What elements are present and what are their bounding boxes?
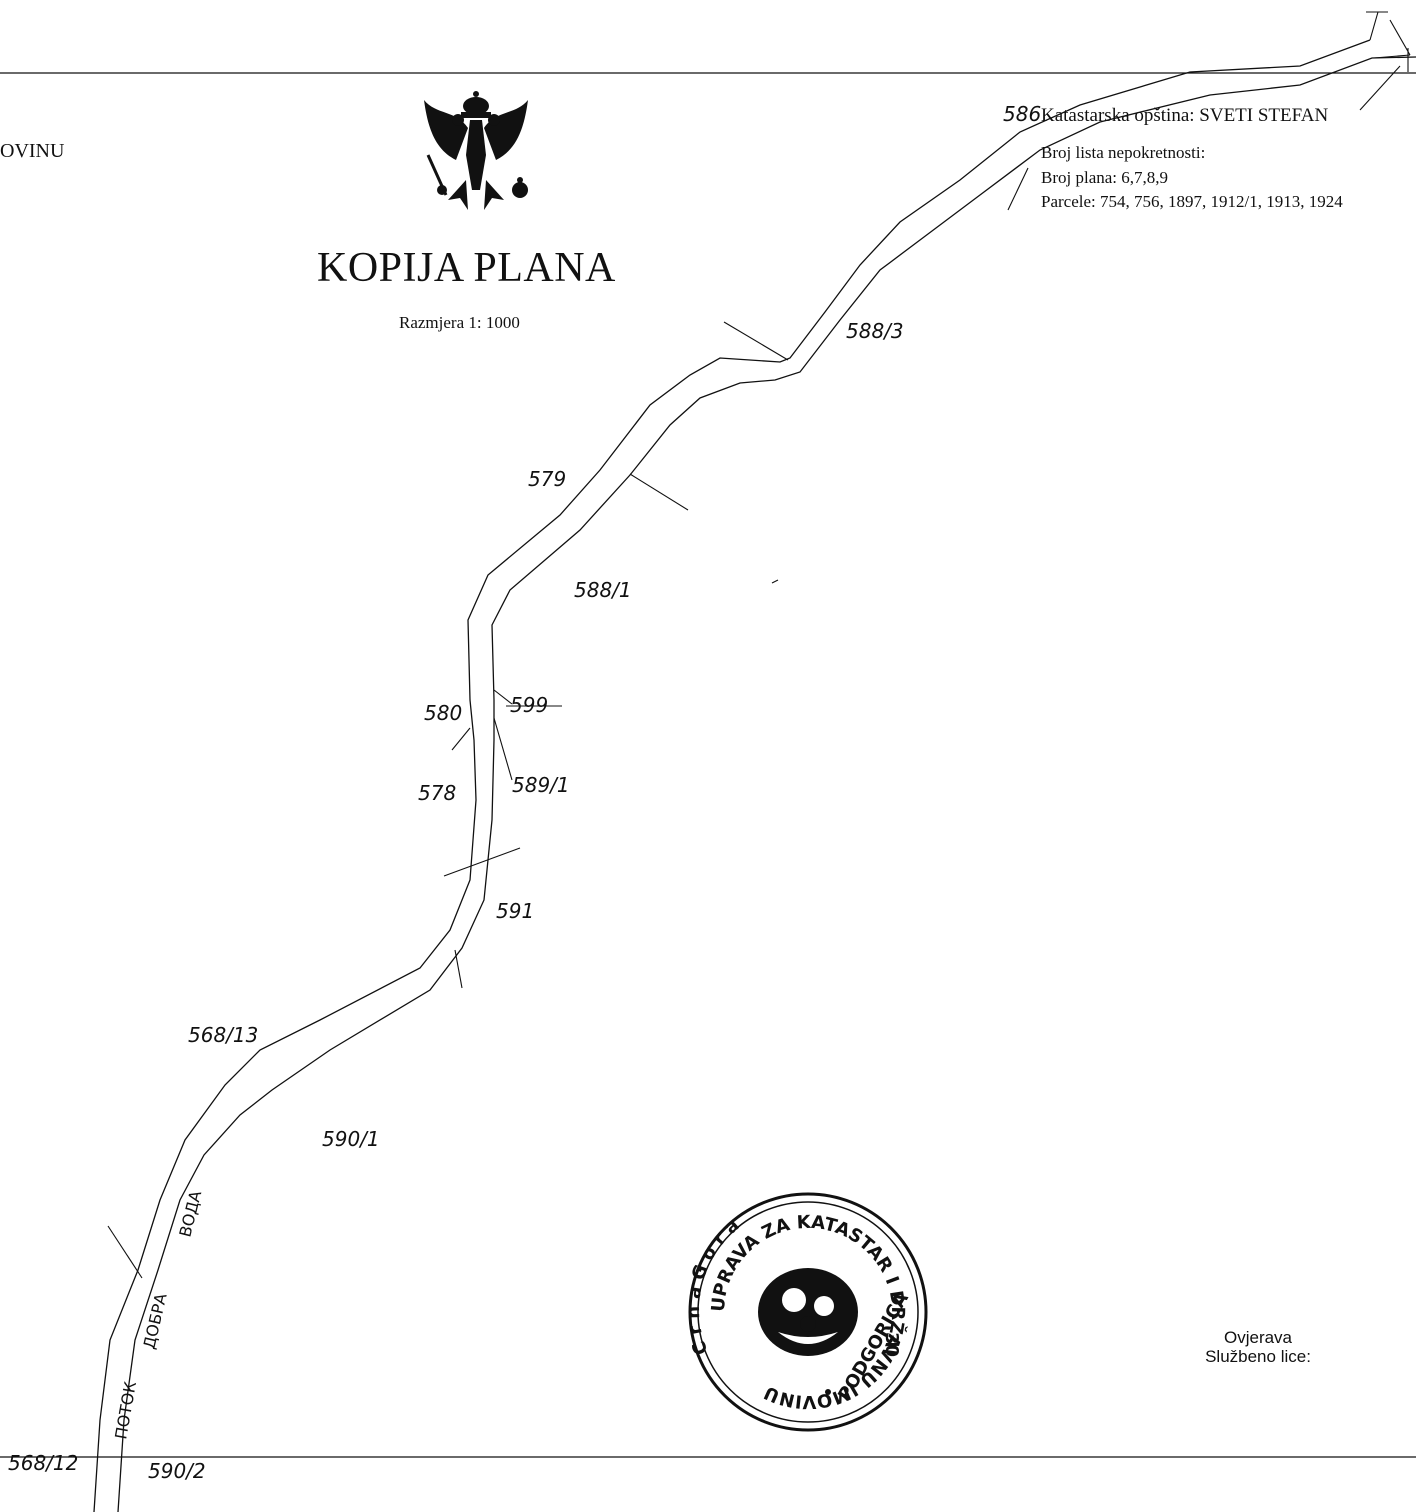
boundary-line [1359,65,1401,111]
parcel-list: Parcele: 754, 756, 1897, 1912/1, 1913, 1… [1041,192,1343,211]
boundary-line [493,689,513,705]
official-stamp: UPRAVA ZA KATASTAR I DRŽAVNU IMOVINU C r… [683,1192,928,1432]
boundary-line [771,579,779,584]
parcel-label-591: 591 [496,899,534,923]
boundary-line [629,473,689,511]
boundary-line [107,1225,143,1279]
corridor-east-edge [117,56,1416,1512]
official-signature-label: Službeno lice: [1205,1347,1311,1366]
parcel-label-589-1: 589/1 [512,773,570,797]
parcel-label-590-1: 590/1 [322,1127,380,1151]
boundary-line [451,727,471,751]
boundary-line [443,847,521,877]
page-title: KOPIJA PLANA [317,245,616,291]
boundary-line [454,949,463,989]
parcel-label-580: 580 [424,701,462,725]
parcel-label-599: 599 [510,693,548,717]
parcel-boundaries [107,11,1411,1279]
stamp-emblem-icon [758,1268,858,1356]
stream-label-voda: ВОДА [175,1189,205,1239]
boundary-line [1389,19,1411,56]
stamp-inner-ring [697,1201,919,1423]
parcel-label-586: 586 [1003,102,1041,126]
cadastral-municipality: Katastarska opština: SVETI STEFAN [1041,105,1329,126]
parcel-label-590-2: 590/2 [148,1459,206,1483]
scale-label: Razmjera 1: 1000 [399,313,520,332]
parcel-label-588-3: 588/3 [846,319,904,343]
parcel-label-568-13: 568/13 [188,1023,258,1047]
stream-label-potok: ПОТОК [111,1379,140,1440]
stamp-number: 30 [881,1332,902,1357]
boundary-line [723,321,789,361]
parcel-label-578: 578 [418,781,456,805]
parcel-label-568-12: 568/12 [8,1451,78,1475]
corridor-west-edge [93,39,1371,1512]
stamp-outer-ring [688,1192,928,1432]
plan-number: Broj plana: 6,7,8,9 [1041,168,1169,187]
stamp-dot [825,1389,831,1395]
boundary-line [1369,11,1379,41]
certification-label: Ovjerava [1223,1328,1293,1347]
boundary-line [1007,167,1029,211]
parcel-label-588-1: 588/1 [574,578,632,602]
parcel-label-579: 579 [528,467,566,491]
heading-fragment: OVINU [0,140,65,162]
stream-label-dobra: ДОБРА [139,1291,170,1351]
boundary-line [493,717,513,781]
boundary-line [1373,54,1411,59]
coat-of-arms-icon [424,91,528,210]
property-sheet-number: Broj lista nepokretnosti: [1041,143,1206,162]
